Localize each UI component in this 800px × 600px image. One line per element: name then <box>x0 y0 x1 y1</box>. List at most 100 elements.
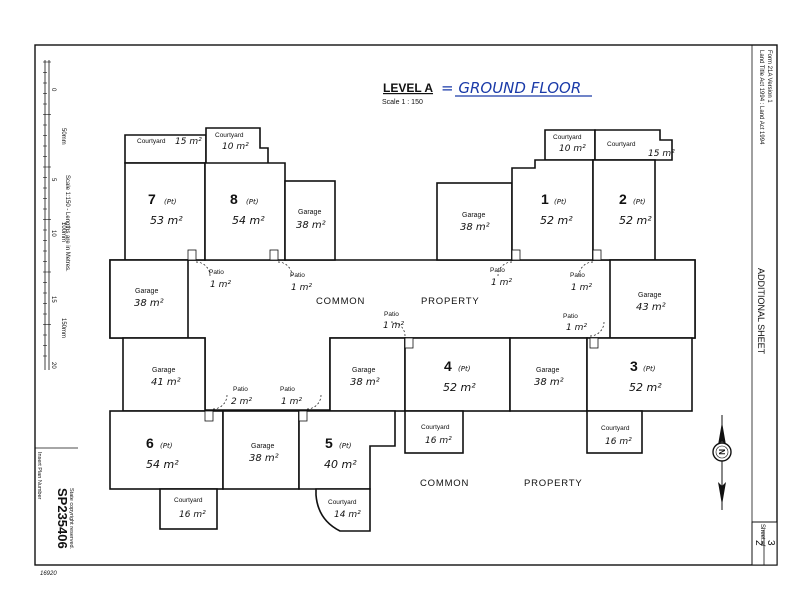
garage-4-label: Garage 38 m² <box>534 367 564 388</box>
lot-8-label: 8 (Pt) 54 m² <box>230 191 265 227</box>
lot-3 <box>586 337 693 412</box>
garage-6-label: Garage 41 m² <box>151 367 181 388</box>
lot-6 <box>109 410 224 490</box>
scale-tick-5: 5 <box>50 178 56 182</box>
svg-text:52 m²: 52 m² <box>540 214 573 227</box>
courtyard-6-label: Courtyard 16 m² <box>174 497 206 520</box>
insert-plan-label: Insert Plan Number <box>36 452 42 500</box>
svg-text:Garage: Garage <box>135 288 158 295</box>
lot-1-label: 1 (Pt) 52 m² <box>540 191 573 227</box>
svg-text:52 m²: 52 m² <box>443 381 476 394</box>
svg-text:2: 2 <box>619 191 627 207</box>
svg-text:41 m²: 41 m² <box>151 377 181 388</box>
property-label-lower: PROPERTY <box>524 478 583 489</box>
lot-8 <box>204 162 286 261</box>
courtyard-3 <box>586 410 643 454</box>
svg-text:43 m²: 43 m² <box>636 302 666 313</box>
svg-text:(Pt): (Pt) <box>458 365 471 373</box>
garage-5-label: Garage 38 m² <box>249 443 279 464</box>
metre-50: 50mm <box>60 128 66 145</box>
svg-text:(Pt): (Pt) <box>633 198 646 206</box>
lot-7 <box>124 162 206 261</box>
svg-text:Patio: Patio <box>570 272 585 279</box>
svg-text:Patio: Patio <box>563 313 578 320</box>
svg-text:15 m²: 15 m² <box>175 137 202 147</box>
common-label-upper: COMMON <box>316 296 365 307</box>
scale-note: Scale 1:150 - Lengths are in Metres. <box>64 175 70 272</box>
courtyard-4-label: Courtyard 16 m² <box>421 424 452 446</box>
svg-text:38 m²: 38 m² <box>296 220 326 231</box>
svg-text:(Pt): (Pt) <box>164 198 177 206</box>
svg-text:Courtyard: Courtyard <box>328 499 357 506</box>
plan-ref: 16920 <box>40 571 57 577</box>
svg-text:16 m²: 16 m² <box>179 510 206 520</box>
svg-text:40 m²: 40 m² <box>324 458 357 471</box>
patio-4: Patio 1 m² <box>570 272 592 293</box>
patio-8: Patio 1 m² <box>280 386 302 407</box>
svg-text:Garage: Garage <box>251 443 274 450</box>
svg-text:1 m²: 1 m² <box>571 283 592 293</box>
svg-text:Garage: Garage <box>352 367 375 374</box>
courtyard-1-label: Courtyard 10 m² <box>553 134 586 154</box>
svg-text:Patio: Patio <box>490 267 505 274</box>
svg-text:54 m²: 54 m² <box>232 214 265 227</box>
garage-5 <box>222 410 300 490</box>
courtyard-2-label: Courtyard 15 m² <box>607 141 675 159</box>
svg-text:53 m²: 53 m² <box>150 214 183 227</box>
scale-tick-10: 10 <box>50 230 56 237</box>
copyright-note: State copyright reserved. <box>68 488 74 550</box>
svg-text:10 m²: 10 m² <box>559 144 586 154</box>
svg-text:1 m²: 1 m² <box>491 278 512 288</box>
courtyard-8-label: Courtyard 10 m² <box>215 132 249 152</box>
svg-text:52 m²: 52 m² <box>619 214 652 227</box>
patio-7: Patio 2 m² <box>231 386 252 407</box>
svg-text:1: 1 <box>541 191 549 207</box>
svg-text:10 m²: 10 m² <box>222 142 249 152</box>
door-markers <box>187 249 602 422</box>
svg-text:7: 7 <box>148 191 156 207</box>
svg-text:1 m²: 1 m² <box>291 283 312 293</box>
scale-bar: 0 5 10 15 20 50mm 100mm 150mm Scale 1:15… <box>43 60 70 370</box>
svg-text:Patio: Patio <box>233 386 248 393</box>
garage-1 <box>436 182 513 261</box>
plan-number: SP235406 <box>55 488 70 549</box>
lot-5-label: 5 (Pt) 40 m² <box>324 435 357 471</box>
lot-3-label: 3 (Pt) 52 m² <box>629 358 662 394</box>
svg-text:6: 6 <box>146 435 154 451</box>
svg-text:38 m²: 38 m² <box>249 453 279 464</box>
svg-text:Garage: Garage <box>536 367 559 374</box>
svg-text:Courtyard: Courtyard <box>174 497 203 504</box>
additional-sheet-text: ADDITIONAL SHEET <box>756 268 766 355</box>
scale-tick-0: 0 <box>50 88 56 92</box>
svg-text:54 m²: 54 m² <box>146 458 179 471</box>
svg-text:1 m²: 1 m² <box>566 323 587 333</box>
svg-text:Garage: Garage <box>152 367 175 374</box>
garage-c-label: Garage 38 m² <box>350 367 380 388</box>
svg-text:4: 4 <box>444 358 452 374</box>
garage-8-label: Garage 38 m² <box>296 209 326 231</box>
garage-1-label: Garage 38 m² <box>460 212 490 233</box>
sheet-total: 3 <box>765 540 776 546</box>
lot-5 <box>298 410 396 490</box>
svg-text:38 m²: 38 m² <box>534 377 564 388</box>
courtyard-7-label: Courtyard 15 m² <box>137 137 202 147</box>
lot-2-label: 2 (Pt) 52 m² <box>619 191 652 227</box>
svg-text:15 m²: 15 m² <box>648 149 675 159</box>
act-text: Land Title Act 1994 : Land Act 1994 <box>758 50 764 145</box>
courtyard-5 <box>315 488 371 532</box>
svg-text:Courtyard: Courtyard <box>601 425 630 432</box>
lot-7-label: 7 (Pt) 53 m² <box>148 191 183 227</box>
garage-7-label: Garage 38 m² <box>134 288 164 309</box>
patio-5: Patio 1 m² <box>383 311 404 331</box>
scale-tick-20: 20 <box>50 362 56 369</box>
property-label-upper: PROPERTY <box>421 296 480 307</box>
lot-1 <box>511 159 594 261</box>
svg-text:1 m²: 1 m² <box>281 397 302 407</box>
sheet-label: Sheet of <box>759 524 765 547</box>
svg-text:Patio: Patio <box>209 269 224 276</box>
patio-1: Patio 1 m² <box>209 269 231 290</box>
svg-text:38 m²: 38 m² <box>134 298 164 309</box>
form-text: Form 21A Version 1 <box>766 50 772 103</box>
svg-text:38 m²: 38 m² <box>460 222 490 233</box>
